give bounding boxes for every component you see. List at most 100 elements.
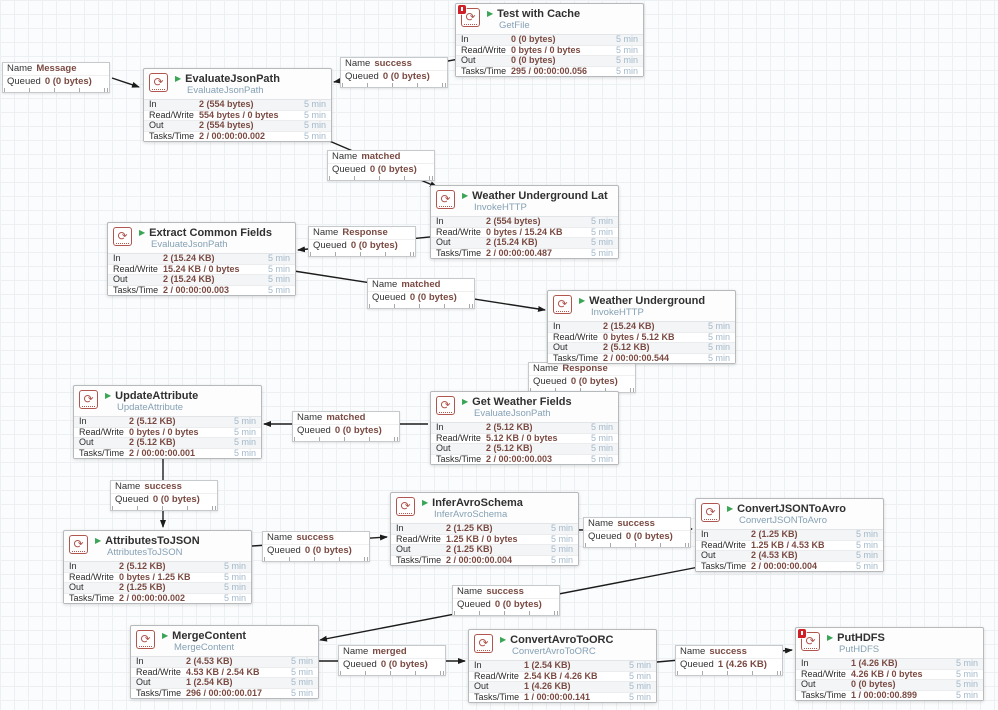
connection-queued-row: Queued 0 (0 bytes) <box>341 71 447 83</box>
connection-name-key: Name <box>332 151 358 162</box>
queue-tick-ruler <box>4 88 108 92</box>
processor-node[interactable]: ⟳ ▶ EvaluateJsonPath EvaluateJsonPath In… <box>143 68 332 143</box>
connection-queued-row: Queued 1 (4.26 KB) <box>676 659 782 671</box>
processor-name: Weather Underground <box>589 295 706 307</box>
stat-label: Read/Write <box>461 44 506 55</box>
stat-label: Tasks/Time <box>436 247 482 258</box>
connection-label[interactable]: Name Response Queued 0 (0 bytes) <box>528 362 636 393</box>
processor-node[interactable]: ⟳ ▶ ConvertJSONToAvro ConvertJSONToAvro … <box>695 498 884 573</box>
stat-row-tasks_time: Tasks/Time 2 / 00:00:00.003 5 min <box>431 453 618 465</box>
stat-label: In <box>553 321 561 331</box>
connection-name-value: success <box>296 532 334 543</box>
stat-value: 2 (4.53 KB) <box>751 550 798 561</box>
processor-node[interactable]: ⟳ ▶ PutHDFS PutHDFS In 1 (4.26 KB) 5 min… <box>795 627 984 702</box>
connection-queued-value: 1 (4.26 KB) <box>717 659 767 670</box>
processor-node[interactable]: ⟳ ▶ Extract Common Fields EvaluateJsonPa… <box>107 222 296 297</box>
processor-node[interactable]: ⟳ ▶ ConvertAvroToORC ConvertAvroToORC In… <box>468 629 657 704</box>
connection-label[interactable]: Name matched Queued 0 (0 bytes) <box>327 150 435 181</box>
stat-label: Out <box>461 55 476 66</box>
processor-header: ⟳ ▶ Weather Underground Lat InvokeHTTP <box>431 186 618 216</box>
connection-name-key: Name <box>372 279 398 290</box>
connection-label[interactable]: Name success Queued 0 (0 bytes) <box>110 480 218 511</box>
stat-row-tasks_time: Tasks/Time 295 / 00:00:00.056 5 min <box>456 65 643 77</box>
processor-type: InferAvroSchema <box>434 509 508 520</box>
loop-arrows-icon: ⟳ <box>149 73 168 92</box>
loop-arrows-icon: ⟳ <box>436 396 455 415</box>
stat-window: 5 min <box>590 237 613 248</box>
stat-window: 5 min <box>707 321 730 331</box>
processor-node[interactable]: ⟳ ▶ MergeContent MergeContent In 2 (4.53… <box>130 625 319 700</box>
connection-label[interactable]: Name success Queued 0 (0 bytes) <box>262 531 370 562</box>
queue-tick-ruler <box>369 304 473 308</box>
stat-row-out: Out 2 (5.12 KB) 5 min <box>431 443 618 454</box>
processor-name: AttributesToJSON <box>105 535 200 547</box>
stat-row-read_write: Read/Write 0 bytes / 15.24 KB 5 min <box>431 226 618 238</box>
stat-value: 0 bytes / 5.12 KB <box>603 331 675 342</box>
play-triangle-icon: ▶ <box>727 504 734 513</box>
stat-row-out: Out 2 (15.24 KB) 5 min <box>431 237 618 248</box>
processor-node[interactable]: ⟳ ▶ Get Weather Fields EvaluateJsonPath … <box>430 391 619 466</box>
processor-name: Test with Cache <box>497 8 581 20</box>
stat-label: Read/Write <box>553 331 598 342</box>
red-bulletin-flag-icon <box>798 629 806 638</box>
processor-node[interactable]: ⟳ ▶ Weather Underground Lat InvokeHTTP I… <box>430 185 619 260</box>
connection-label[interactable]: Name success Queued 0 (0 bytes) <box>340 57 448 88</box>
stat-value: 2 / 00:00:00.001 <box>129 447 196 458</box>
connection-label[interactable]: Name matched Queued 0 (0 bytes) <box>292 411 400 442</box>
stat-value: 2 (554 bytes) <box>199 120 254 131</box>
stat-value: 2 (554 bytes) <box>199 99 254 109</box>
connection-queued-value: 0 (0 bytes) <box>625 531 673 542</box>
stat-row-read_write: Read/Write 554 bytes / 0 bytes 5 min <box>144 109 331 121</box>
stat-window: 5 min <box>267 274 290 285</box>
stat-row-in: In 2 (15.24 KB) 5 min <box>108 253 295 264</box>
connection-label[interactable]: Name Response Queued 0 (0 bytes) <box>308 226 416 257</box>
processor-type: EvaluateJsonPath <box>187 85 264 96</box>
processor-name: InferAvroSchema <box>432 497 523 509</box>
stat-value: 5.12 KB / 0 bytes <box>486 432 558 443</box>
stat-window: 5 min <box>290 666 313 677</box>
connection-line[interactable] <box>111 77 140 88</box>
queue-tick-ruler <box>294 437 398 441</box>
processor-node[interactable]: ⟳ ▶ Test with Cache GetFile In 0 (0 byte… <box>455 3 644 78</box>
stat-row-out: Out 2 (1.25 KB) 5 min <box>391 544 578 555</box>
stat-window: 5 min <box>590 226 613 237</box>
play-triangle-icon: ▶ <box>827 633 834 642</box>
connection-queued-key: Queued <box>372 292 406 303</box>
processor-header: ⟳ ▶ ConvertJSONToAvro ConvertJSONToAvro <box>696 499 883 529</box>
connection-label[interactable]: Name success Queued 1 (4.26 KB) <box>675 645 783 676</box>
queue-tick-ruler <box>340 671 444 675</box>
processor-node[interactable]: ⟳ ▶ UpdateAttribute UpdateAttribute In 2… <box>73 385 262 460</box>
connection-label[interactable]: Name merged Queued 0 (0 bytes) <box>338 645 446 676</box>
stat-row-tasks_time: Tasks/Time 2 / 00:00:00.004 5 min <box>391 554 578 566</box>
connection-queued-row: Queued 0 (0 bytes) <box>263 545 369 557</box>
processor-header: ⟳ ▶ AttributesToJSON AttributesToJSON <box>64 531 251 561</box>
stat-window: 5 min <box>955 689 978 700</box>
stat-label: Out <box>69 582 84 593</box>
processor-node[interactable]: ⟳ ▶ InferAvroSchema InferAvroSchema In 2… <box>390 492 579 567</box>
play-triangle-icon: ▶ <box>422 498 429 507</box>
stat-value: 2 (15.24 KB) <box>603 321 655 331</box>
stat-value: 0 (0 bytes) <box>511 34 556 44</box>
connection-name-row: Name success <box>584 518 690 531</box>
stat-value: 2.54 KB / 4.26 KB <box>524 670 598 681</box>
stat-row-read_write: Read/Write 1.25 KB / 4.53 KB 5 min <box>696 539 883 551</box>
stat-label: Read/Write <box>474 670 519 681</box>
connection-label[interactable]: Name success Queued 0 (0 bytes) <box>452 585 560 616</box>
processor-node[interactable]: ⟳ ▶ Weather Underground InvokeHTTP In 2 … <box>547 290 736 365</box>
stat-row-out: Out 2 (5.12 KB) 5 min <box>548 342 735 353</box>
stat-label: Out <box>113 274 128 285</box>
stat-label: Tasks/Time <box>461 65 507 76</box>
stat-window: 5 min <box>303 109 326 120</box>
stat-value: 2 (1.25 KB) <box>119 582 166 593</box>
stat-window: 5 min <box>223 592 246 603</box>
connection-label[interactable]: Name matched Queued 0 (0 bytes) <box>367 278 475 309</box>
stat-row-in: In 2 (4.53 KB) 5 min <box>131 656 318 667</box>
processor-header: ⟳ ▶ PutHDFS PutHDFS <box>796 628 983 658</box>
connection-label[interactable]: Name success Queued 0 (0 bytes) <box>583 517 691 548</box>
connection-label[interactable]: Name Message Queued 0 (0 bytes) <box>2 62 110 93</box>
processor-node[interactable]: ⟳ ▶ AttributesToJSON AttributesToJSON In… <box>63 530 252 605</box>
stat-row-read_write: Read/Write 1.25 KB / 0 bytes 5 min <box>391 533 578 545</box>
processor-header: ⟳ ▶ InferAvroSchema InferAvroSchema <box>391 493 578 523</box>
stat-label: Tasks/Time <box>701 560 747 571</box>
